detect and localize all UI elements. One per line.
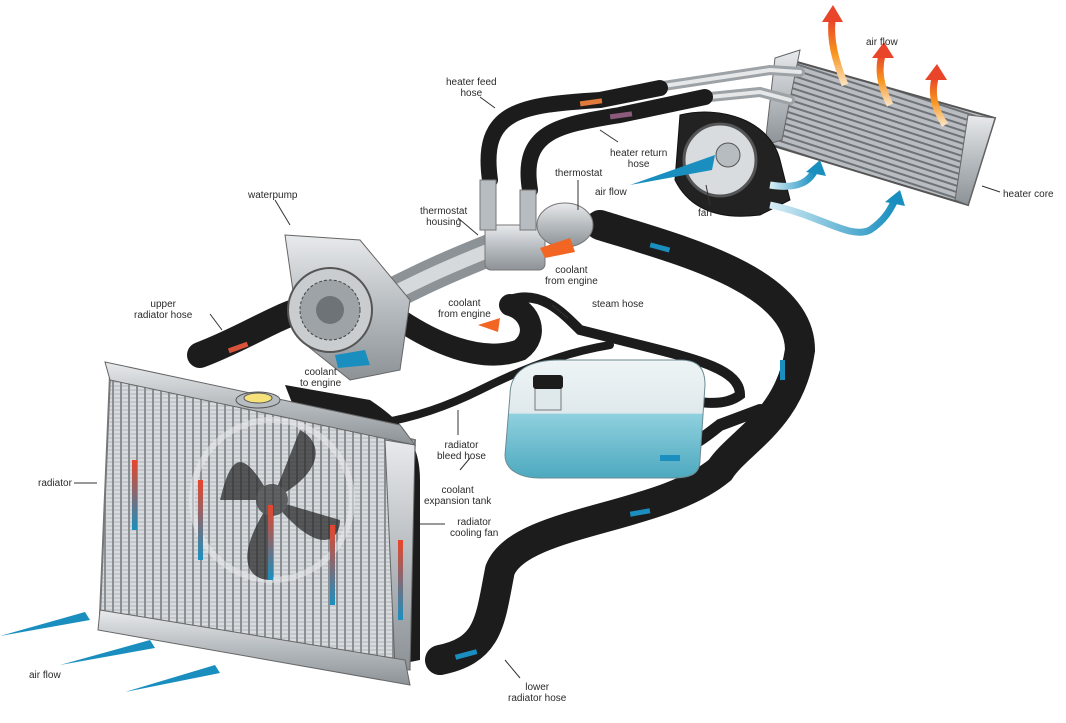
label-heater-return-hose: heater return hose	[610, 148, 668, 170]
coolant-to-engine-arrow-icon	[335, 350, 370, 368]
thermostat-outlet-hose	[425, 210, 816, 675]
label-steam-hose: steam hose	[592, 299, 644, 310]
hot-air-arrow-icon	[872, 42, 894, 58]
coolant-flow-arrow	[268, 505, 273, 580]
coolant-flow-arrow	[132, 460, 137, 530]
label-coolant-from-engine-lower: coolant from engine	[438, 298, 491, 320]
label-radiator-bleed-hose: radiator bleed hose	[437, 440, 486, 462]
label-coolant-from-engine-thermostat: coolant from engine	[545, 265, 598, 287]
cold-air-arrow-icon	[806, 160, 826, 176]
coolant-flow-arrow	[198, 480, 203, 560]
cold-air-arrow-icon	[60, 640, 155, 665]
label-upper-radiator-hose: upper radiator hose	[134, 299, 193, 321]
coolant-flow-arrow	[398, 540, 403, 620]
label-air-flow-fan: air flow	[595, 187, 627, 198]
label-waterpump: waterpump	[248, 190, 298, 201]
hot-air-arrow-icon	[822, 5, 843, 22]
upper-radiator-hose	[187, 297, 313, 368]
heater-pipes	[645, 64, 805, 105]
coolant-flow-arrow	[330, 525, 335, 605]
cold-air-arrow-icon	[885, 190, 905, 206]
coolant-from-engine-arrow-icon	[478, 318, 500, 332]
leader-lines	[74, 96, 1001, 679]
cold-air-arrow-icon	[125, 665, 220, 692]
heater-blower-fan	[674, 111, 791, 217]
radiator-cooling-fan	[189, 417, 355, 583]
label-radiator-cooling-fan: radiator cooling fan	[450, 517, 499, 539]
coolant-direction-arrows	[227, 98, 785, 660]
water-pump	[284, 234, 411, 381]
label-coolant-to-engine: coolant to engine	[300, 367, 342, 389]
label-heater-core: heater core	[1003, 189, 1054, 200]
coolant-from-engine-arrow-icon	[540, 238, 575, 258]
label-heater-feed-hose: heater feed hose	[446, 77, 497, 99]
hot-air-arrow-icon	[925, 64, 947, 80]
label-fan: fan	[698, 208, 712, 219]
steam-hose	[505, 292, 746, 408]
cold-air-arrow-icon	[630, 155, 715, 185]
cold-air-arrow-icon	[0, 612, 90, 636]
radiator	[97, 361, 420, 686]
label-coolant-expansion-tank: coolant expansion tank	[424, 485, 492, 507]
air-flow-arrows	[0, 5, 948, 692]
label-air-flow-radiator: air flow	[29, 670, 61, 681]
label-thermostat: thermostat	[555, 168, 603, 179]
coolant-expansion-tank	[504, 359, 706, 479]
label-radiator: radiator	[38, 478, 72, 489]
label-air-flow-heater: air flow	[866, 37, 898, 48]
label-thermostat-housing: thermostat housing	[420, 206, 468, 228]
label-lower-radiator-hose: lower radiator hose	[508, 682, 567, 704]
